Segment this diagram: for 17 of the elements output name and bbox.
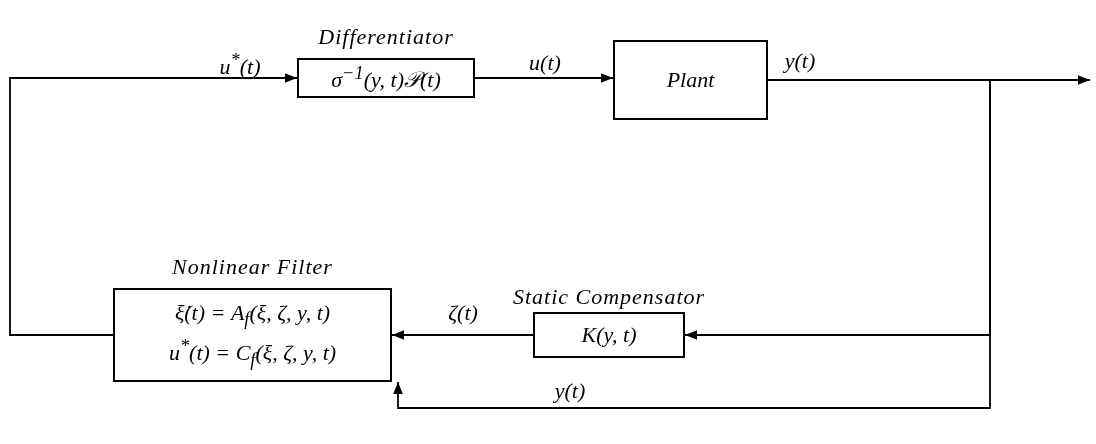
signal-label: u$^{*}$(t) (219, 50, 261, 81)
block-label: K(y, t) (581, 321, 637, 350)
block-heading: Differentiator (318, 24, 454, 50)
arrow (9, 73, 298, 336)
signal-label: u(t) (529, 50, 561, 76)
block-label: σ$^{−1}$(y, t)𝒫(t) (331, 61, 441, 95)
equation: ξ̇(t) = A$_{f}$(ξ, ζ, y, t) (174, 298, 331, 332)
equation: u$^{*}$(t) = C$_{f}$(ξ, ζ, y, t) (168, 334, 337, 372)
signal-label: y(t) (784, 48, 816, 74)
arrow (391, 330, 534, 340)
block-heading: Nonlinear Filter (172, 254, 333, 280)
block-label: Plant (666, 66, 715, 95)
block-heading: Static Compensator (512, 284, 706, 310)
signal-label: ζ(t) (448, 300, 478, 326)
signal-label: y(t) (554, 378, 586, 404)
arrow (393, 79, 991, 409)
arrow (474, 73, 614, 83)
